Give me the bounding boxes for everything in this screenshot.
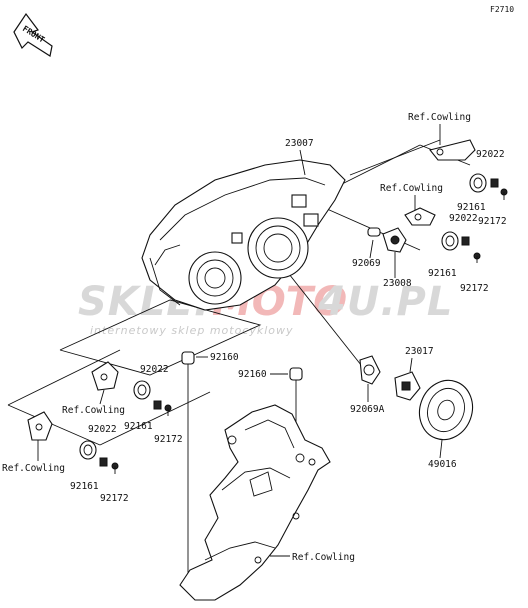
label-damper-center: 92160 (210, 352, 239, 363)
collar-r1 (490, 178, 499, 188)
label-grommet-r2: 92022 (449, 213, 478, 224)
label-ref-cowling-mid: Ref.Cowling (380, 183, 443, 194)
label-screw-r1: 92172 (478, 216, 507, 227)
collar-r2 (461, 236, 470, 246)
label-grommet-r1: 92022 (476, 149, 505, 160)
label-bulb-small: 92069 (352, 258, 381, 269)
cowling-stay-frame (179, 404, 331, 601)
label-damper-right: 92160 (238, 369, 267, 380)
damper-right (289, 367, 303, 381)
grommet-r1 (469, 173, 487, 193)
grommet-r2 (441, 231, 459, 251)
label-grommet-l1: 92022 (140, 364, 169, 375)
label-ref-cowling-left1: Ref.Cowling (62, 405, 125, 416)
label-collar-r2: 92161 (428, 268, 457, 279)
label-ref-cowling-top: Ref.Cowling (408, 112, 471, 123)
label-headlight-assy: 23007 (285, 138, 314, 149)
bulb-small (367, 227, 381, 237)
label-grommet-l2: 92022 (88, 424, 117, 435)
label-screw-l1: 92172 (154, 434, 183, 445)
label-screw-r2: 92172 (460, 283, 489, 294)
label-collar-l1: 92161 (124, 421, 153, 432)
bracket-left-upper (91, 361, 119, 391)
screw-l2 (111, 462, 119, 474)
screw-r2 (473, 252, 481, 263)
grommet-l1 (133, 380, 151, 400)
label-collar-r1: 92161 (457, 202, 486, 213)
watermark-tagline: internetowy sklep motocyklowy (90, 324, 294, 337)
headlight-assembly (141, 159, 346, 311)
label-socket-large: 23017 (405, 346, 434, 357)
label-cap: 49016 (428, 459, 457, 470)
label-bulb-large: 92069A (350, 404, 385, 415)
label-collar-l2: 92161 (70, 481, 99, 492)
front-arrow-icon: FRONT (13, 12, 53, 57)
guide-lines (7, 139, 471, 580)
label-screw-l2: 92172 (100, 493, 129, 504)
collar-l2 (99, 457, 108, 467)
socket-large (394, 371, 421, 401)
damper-center (181, 351, 195, 365)
bracket-mid-right (404, 207, 436, 226)
screw-l1 (164, 404, 172, 416)
bulb-large (359, 355, 381, 385)
label-socket-small: 23008 (383, 278, 412, 289)
bracket-left-lower (27, 411, 53, 441)
collar-l1 (153, 400, 162, 410)
screw-r1 (500, 188, 508, 200)
watermark-part3: 4U.PL (317, 279, 453, 325)
label-ref-cowling-left2: Ref.Cowling (2, 463, 65, 474)
figure-code: F2710 (490, 5, 514, 14)
label-ref-cowling-bottom: Ref.Cowling (292, 552, 355, 563)
grommet-l2 (79, 440, 97, 460)
bracket-upper-right (429, 139, 476, 161)
socket-small (382, 227, 407, 253)
headlight-cap (418, 379, 474, 441)
